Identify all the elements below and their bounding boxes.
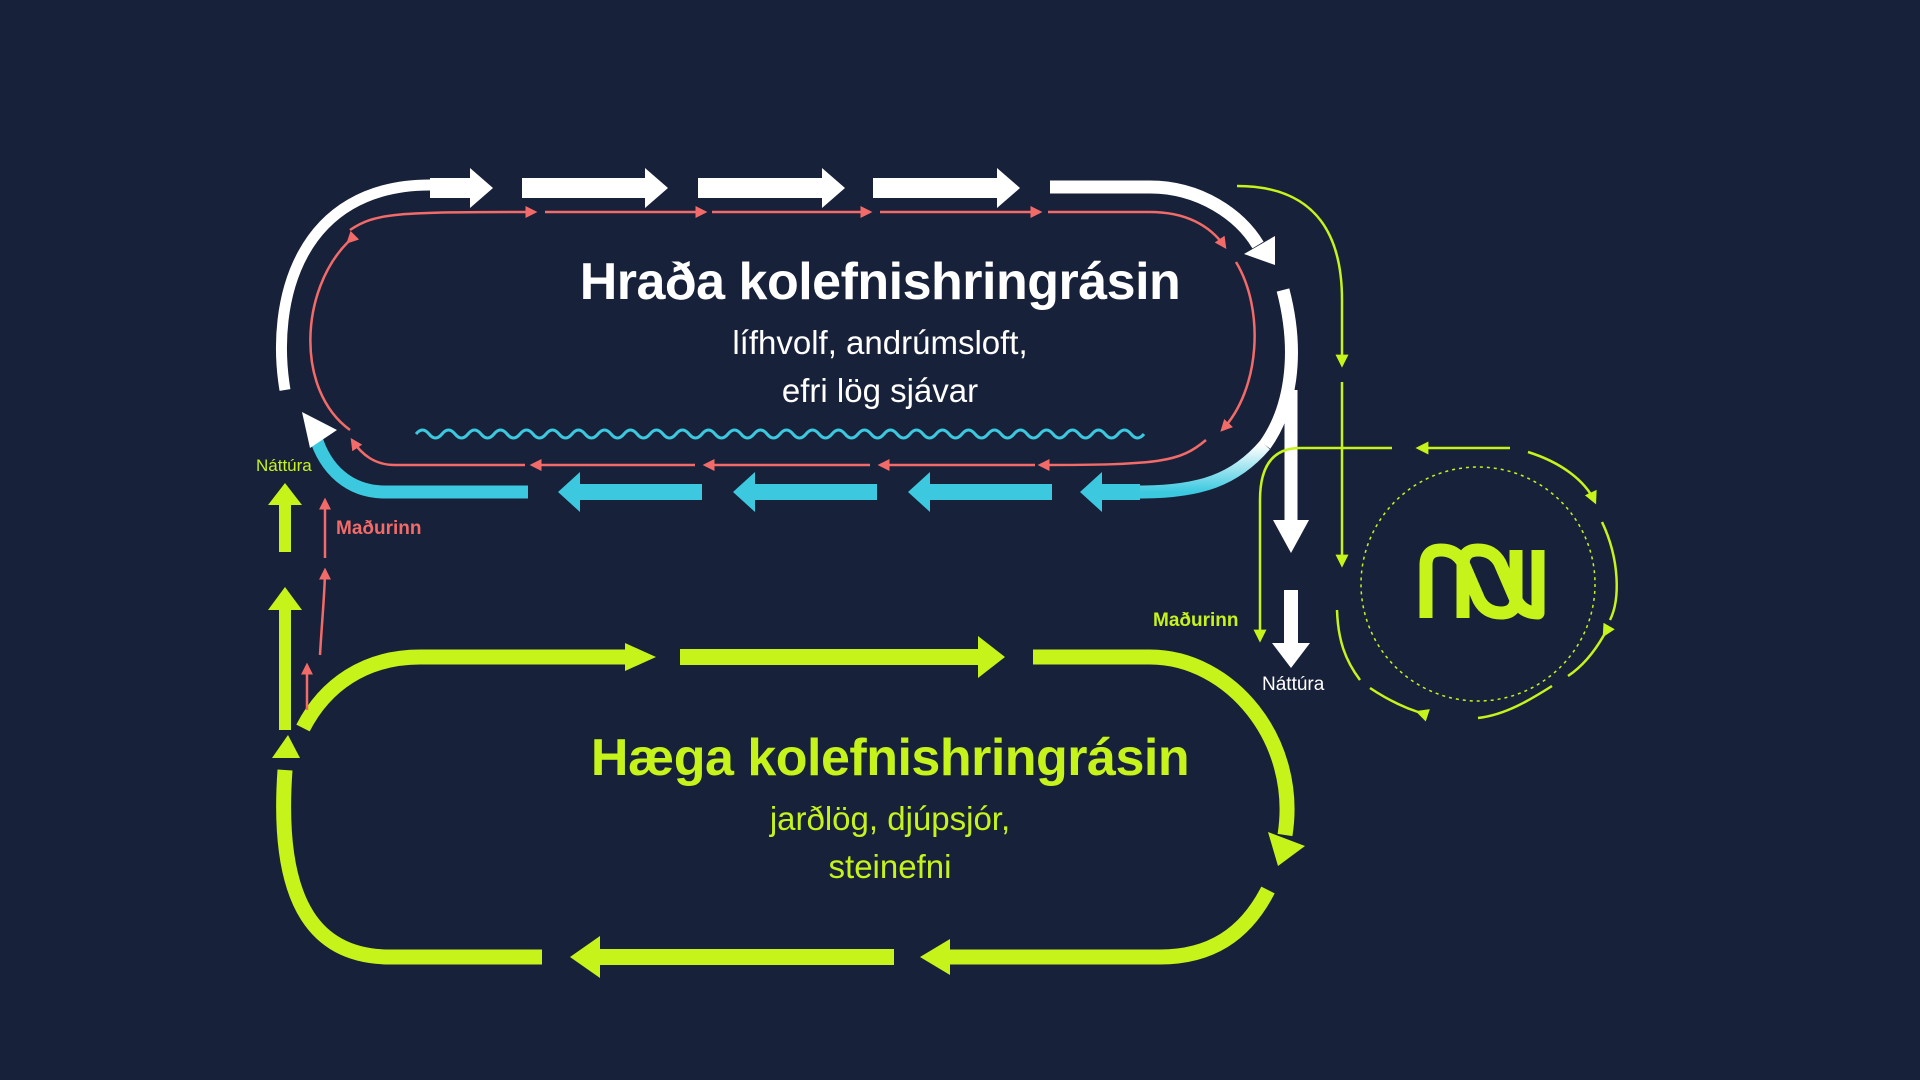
slow-bottom-arrow-1-head: [920, 939, 950, 975]
logo-ring-arc-5: [1477, 684, 1553, 720]
inner-loop-bottom-right: [1037, 439, 1207, 471]
nature-up-arrow-lower: [268, 587, 302, 730]
slow-cycle-subtitle-line2: steinefni: [828, 848, 952, 885]
logo-ring-arc-6: [1369, 686, 1430, 722]
lime-outer-flow-top: [1236, 184, 1349, 368]
lime-human-down-flow: [1253, 446, 1392, 643]
fast-top-arrow-4: [873, 168, 1020, 208]
slow-cycle-arrows: [272, 636, 1305, 978]
fast-bottom-left-curve: [308, 433, 528, 499]
fast-right-side: [1259, 288, 1298, 449]
slow-bottom-right-curve: [950, 886, 1275, 965]
white-down-arrow-lower: [1272, 590, 1310, 668]
logo-ring-arc-3: [1600, 521, 1618, 621]
wave-line-icon: [414, 428, 1146, 440]
fast-cycle-inner-human-loop: [309, 206, 1256, 471]
right-nature-label: Náttúra: [1262, 674, 1325, 695]
human-up-flow-mid: [318, 567, 331, 656]
logo-cycle: [1335, 441, 1618, 722]
inner-loop-left: [309, 230, 360, 432]
fast-cycle-subtitle-line2: efri lög sjávar: [781, 372, 979, 409]
fast-cycle-left-arc: [275, 179, 431, 391]
fast-bottom-arrow-1: [1080, 472, 1140, 512]
left-nature-label: Náttúra: [256, 456, 312, 475]
logo-ring-arc-7: [1335, 609, 1362, 681]
slow-cycle-subtitle-line1: jarðlög, djúpsjór,: [769, 800, 1011, 837]
nature-up-arrow-upper: [268, 483, 302, 552]
right-human-label: Maðurinn: [1153, 610, 1239, 631]
slow-top-left-curve: [296, 649, 625, 732]
fast-bottom-left-head: [302, 412, 337, 448]
right-vertical-flows: [1236, 184, 1392, 668]
left-vertical-flows: [268, 483, 331, 730]
white-down-head-upper: [1273, 520, 1309, 553]
slow-bottom-arrow-2: [570, 936, 894, 978]
slow-left-head: [272, 735, 300, 758]
fast-top-right-curve: [1050, 180, 1264, 249]
logo-inner-circle: [1360, 466, 1596, 702]
slow-top-arrow-1-head: [625, 643, 656, 671]
slow-top-right-curve: [1033, 649, 1295, 837]
fast-cycle-subtitle-line1: lífhvolf, andrúmsloft,: [732, 324, 1028, 361]
fast-cycle-title: Hraða kolefnishringrásin: [579, 253, 1181, 311]
fast-top-arrow-1: [430, 168, 493, 208]
logo-ring-arc-4: [1567, 622, 1615, 678]
slow-bottom-left-curve: [276, 769, 542, 965]
fast-bottom-arrow-4: [558, 472, 702, 512]
left-human-label: Maðurinn: [336, 518, 422, 539]
inner-loop-right: [1220, 261, 1256, 432]
fast-top-arrow-2: [522, 168, 668, 208]
fast-bottom-right-curve: [1139, 440, 1270, 499]
fast-top-right-head: [1244, 236, 1275, 265]
slow-cycle-title: Hæga kolefnishringrásin: [590, 729, 1190, 787]
slow-right-head: [1268, 832, 1305, 866]
inner-loop-top-right: [1048, 210, 1227, 249]
fast-top-arrow-3: [698, 168, 845, 208]
nn-logo-icon: [1419, 543, 1545, 620]
logo-ring-arc-2: [1527, 450, 1597, 505]
fast-bottom-arrow-3: [733, 472, 877, 512]
slow-top-arrow-2: [680, 636, 1005, 678]
inner-loop-bottom-left: [350, 438, 525, 467]
fast-cycle-outer-arrows: [275, 168, 1298, 512]
inner-loop-top-1: [349, 206, 538, 232]
fast-bottom-arrow-2: [908, 472, 1052, 512]
